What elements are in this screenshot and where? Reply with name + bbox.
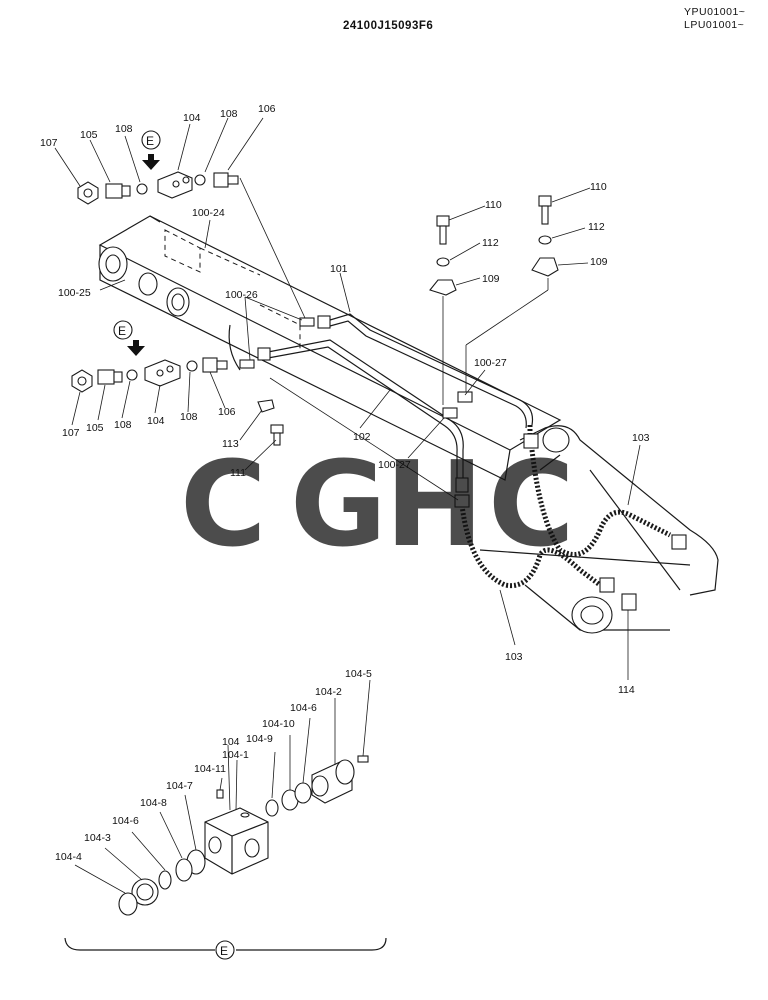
- callout-114: 114: [618, 684, 635, 696]
- washer-112: [538, 235, 552, 245]
- callout-104-6: 104-6: [290, 702, 317, 714]
- callout-104-1: 104-1: [222, 749, 249, 761]
- arrow-down-icon: [127, 340, 145, 356]
- bolt-110: [538, 195, 552, 207]
- detail-e-leader-lines: [74, 679, 371, 894]
- watermark-letter-c: C: [180, 435, 267, 573]
- callout-105: 105: [86, 422, 104, 434]
- callout-104-2: 104-2: [315, 686, 342, 698]
- callout-104-11: 104-11: [194, 763, 226, 775]
- callout-113: 113: [222, 438, 239, 450]
- watermark: C G H C: [180, 435, 575, 573]
- part-callouts: 107 105 108 104 108 106 100-24 100-25 10…: [40, 103, 650, 863]
- callout-105: 105: [80, 129, 98, 141]
- callout-107: 107: [62, 427, 80, 439]
- bolt-111-head: [270, 424, 284, 434]
- adapter-114: [621, 593, 637, 611]
- callout-103: 103: [632, 432, 650, 444]
- arrow-down-icon: [142, 154, 160, 170]
- clamp-100-27-upper: [457, 391, 473, 403]
- callout-103: 103: [505, 651, 523, 663]
- serial-range-2: LPU01001~: [684, 19, 745, 31]
- callout-104-3: 104-3: [84, 832, 111, 844]
- clamp-100-26: [299, 317, 315, 327]
- serial-range-1: YPU01001~: [684, 6, 746, 18]
- hose-fitting: [599, 577, 615, 593]
- callout-100-27-lower: 100-27: [378, 459, 411, 471]
- fitting-upper-pipe: [317, 315, 331, 329]
- callout-104: 104: [147, 415, 165, 427]
- callout-109: 109: [482, 273, 500, 285]
- callout-104: 104: [222, 736, 240, 748]
- view-e-marker-upper: [141, 130, 161, 150]
- callout-100-27-upper: 100-27: [474, 357, 507, 369]
- arm-body: [98, 215, 719, 634]
- callout-104: 104: [183, 112, 201, 124]
- callout-100-25: 100-25: [58, 287, 91, 299]
- watermark-letter-g: G: [290, 435, 387, 573]
- hose-fitting: [455, 477, 469, 493]
- hose-fitting: [671, 534, 687, 550]
- view-e-label-upper: E: [146, 134, 154, 148]
- hose-fitting: [523, 433, 539, 449]
- callout-104-6: 104-6: [112, 815, 139, 827]
- washer-112: [436, 257, 450, 267]
- callout-111: 111: [230, 467, 246, 479]
- leader-lines: [54, 117, 641, 680]
- hose-fitting: [454, 494, 470, 508]
- callout-108: 108: [180, 411, 198, 423]
- fitting-lower-pipe: [257, 347, 271, 361]
- clamp-109: [531, 257, 559, 277]
- detail-e-bracket: [64, 937, 215, 951]
- clamp-100-27-lower: [442, 407, 458, 419]
- callout-102: 102: [353, 431, 371, 443]
- callout-108: 108: [115, 123, 133, 135]
- upper-fitting-assembly: [77, 171, 239, 205]
- callout-106: 106: [258, 103, 276, 115]
- callout-108: 108: [220, 108, 238, 120]
- watermark-letter-h: H: [385, 435, 484, 573]
- callout-112: 112: [588, 221, 605, 233]
- callout-112: 112: [482, 237, 499, 249]
- drawing-number: 24100J15093F6: [343, 20, 434, 32]
- callout-104-8: 104-8: [140, 797, 167, 809]
- callout-110: 110: [590, 181, 607, 193]
- detail-e-bracket: [236, 937, 387, 951]
- detail-e-label: E: [220, 944, 228, 958]
- callout-106: 106: [218, 406, 236, 418]
- callout-104-4: 104-4: [55, 851, 82, 863]
- view-e-label-lower: E: [118, 324, 126, 338]
- callout-108: 108: [114, 419, 132, 431]
- callout-107: 107: [40, 137, 58, 149]
- detail-e-marker: [215, 940, 235, 960]
- clamp-100-26: [239, 359, 255, 369]
- callout-109: 109: [590, 256, 608, 268]
- pipe-101: [329, 313, 534, 429]
- callout-100-24: 100-24: [192, 207, 225, 219]
- pipe-102: [267, 339, 464, 478]
- detail-e-exploded-view: [118, 755, 369, 916]
- clamp-109: [429, 279, 457, 296]
- callout-110: 110: [485, 199, 502, 211]
- watermark-letter-c2: C: [488, 435, 575, 573]
- bolt-110-shank: [439, 225, 447, 245]
- view-e-marker-lower: [113, 320, 133, 340]
- lower-fitting-assembly: [71, 357, 228, 393]
- bolt-110-shank: [541, 205, 549, 225]
- callout-101: 101: [330, 263, 348, 275]
- clip-113: [257, 399, 275, 413]
- callout-104-10: 104-10: [262, 718, 295, 730]
- bolt-110: [436, 215, 450, 227]
- callout-104-9: 104-9: [246, 733, 273, 745]
- callout-104-7: 104-7: [166, 780, 193, 792]
- bolt-111-shank: [273, 432, 281, 446]
- callout-100-26: 100-26: [225, 289, 258, 301]
- callout-104-5: 104-5: [345, 668, 372, 680]
